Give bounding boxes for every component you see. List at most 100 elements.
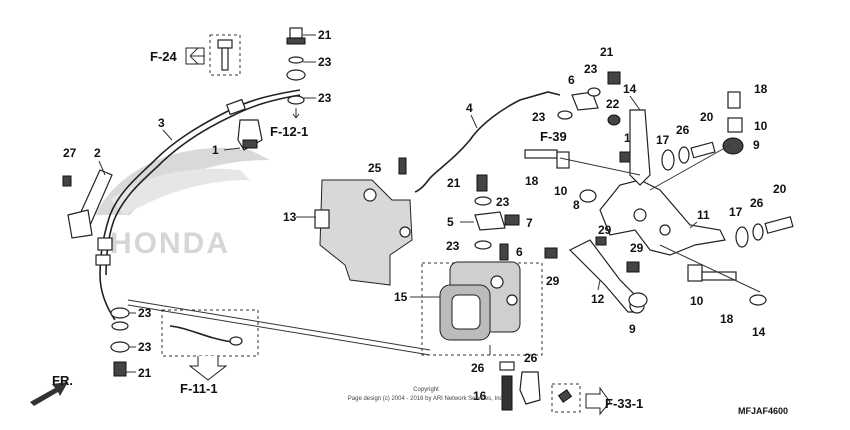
honda-watermark-text: HONDA [110,227,230,260]
callout-1: 1 [212,143,219,157]
washer-14-low [749,294,767,306]
callout-29-c: 29 [630,241,644,255]
bushing-17-a [661,149,675,171]
callout-7: 6 [516,245,523,259]
callout-26-a: 26 [676,123,690,137]
callout-2: 2 [94,146,101,160]
nut-9-b [628,292,648,308]
callout-20-b: 20 [773,182,787,196]
callout-23-t: 23 [584,62,598,76]
bracket-2 [67,169,113,251]
cable-diagonal-2 [127,304,431,356]
callout-23-l2: 23 [138,340,152,354]
honda-wing-watermark [95,147,270,215]
callout-9-a: 8 [573,198,580,212]
washer-26-b [752,223,764,241]
nut-9-a [579,189,597,203]
callout-23-u: 23 [446,239,460,253]
f24-dashed-box [209,34,241,76]
callout-18-a: 18 [525,174,539,188]
nut-9-c [722,137,744,155]
ref-f12-label[interactable]: F-12-1 [270,124,308,139]
callout-17-a: 17 [656,133,670,147]
hose-joint-lower [95,254,111,266]
callout-29-a: 29 [546,274,560,288]
f24-bolt [217,39,233,71]
callout-27: 26 [471,361,485,375]
ref-f39-label[interactable]: F-39 [540,129,567,144]
callout-18-c: 18 [720,312,734,326]
callout-14: 14 [623,82,637,96]
cable-diagonal-1 [127,299,431,351]
washer-26-a [678,146,690,164]
callout-10-a: 10 [554,184,568,198]
bolt-28 [62,175,72,187]
callout-23: 23 [318,55,332,69]
grommet-27 [499,361,515,371]
ref-f24-group[interactable]: F-24 [150,47,205,65]
bolt-29-a [544,247,558,259]
ref-f24-label[interactable]: F-24 [150,49,178,64]
bolt-29-c [626,261,640,273]
callout-15: 15 [394,290,408,304]
callout-3: 3 [158,116,165,130]
stay-25 [519,371,541,405]
callout-10-c: 10 [690,294,704,308]
fitting-6 [571,91,599,111]
bolt-20-b [764,216,794,234]
bolt-18-low [701,271,737,281]
callout-25: 26 [524,351,538,365]
callout-13: 13 [283,210,297,224]
f11-fitting [229,336,243,346]
ref-f33-label[interactable]: F-33-1 [605,396,643,411]
front-label: FR. [52,373,73,388]
hose-clamp-1 [237,119,263,151]
fitting-5 [474,211,506,231]
washer-23-mid [474,196,492,206]
washer-23-t [587,87,601,97]
callout-28: 27 [63,146,77,160]
callout-29-b: 29 [598,223,612,237]
bolt-18-left [524,149,558,159]
callout-23-l1: 23 [138,306,152,320]
brake-pipe-4 [414,91,561,193]
washer-23-t2 [557,110,573,120]
bolt-21-left [113,361,127,377]
callout-14-b: 14 [752,325,766,339]
bolt-21-mid [476,174,488,192]
callout-8: 7 [526,216,533,230]
callout-11: 11 [697,208,710,222]
ref-f11-label[interactable]: F-11-1 [180,381,218,396]
arrow-right-icon [585,386,611,416]
bolt-29-b [595,236,607,246]
callout-21-t: 21 [600,45,614,59]
callout-18-b: 18 [754,82,768,96]
callout-16: 16 [473,389,487,403]
f33-dashed-box [551,383,581,413]
f11-dashed-box [161,309,259,357]
callout-12: 12 [591,292,605,306]
abs-modulator-15 [439,261,521,341]
washer-23-left-2 [110,341,130,353]
arrow-left-icon [189,47,205,65]
part-code: MFJAF4600 [738,406,788,416]
bolt-21-t [607,71,621,85]
washer-23-under [474,240,492,250]
bolt-18-top [727,91,741,109]
callout-10-b: 10 [754,119,768,133]
arrow-down-icon [188,356,228,381]
callout-21-l: 21 [138,366,152,380]
copyright-line2: Page design (c) 2004 - 2016 by ARI Netwo… [348,396,505,402]
bolt-20-a [690,141,716,159]
f33-bolt [557,389,573,403]
callout-21-m: 21 [447,176,461,190]
copyright-line1: Copyright [413,387,439,393]
fitting-left [111,321,129,331]
callout-23b: 23 [318,91,332,105]
callout-9-b: 9 [629,322,636,336]
spacer-16 [501,375,513,411]
step-bracket-11 [599,109,726,256]
callout-5: 5 [447,215,454,229]
